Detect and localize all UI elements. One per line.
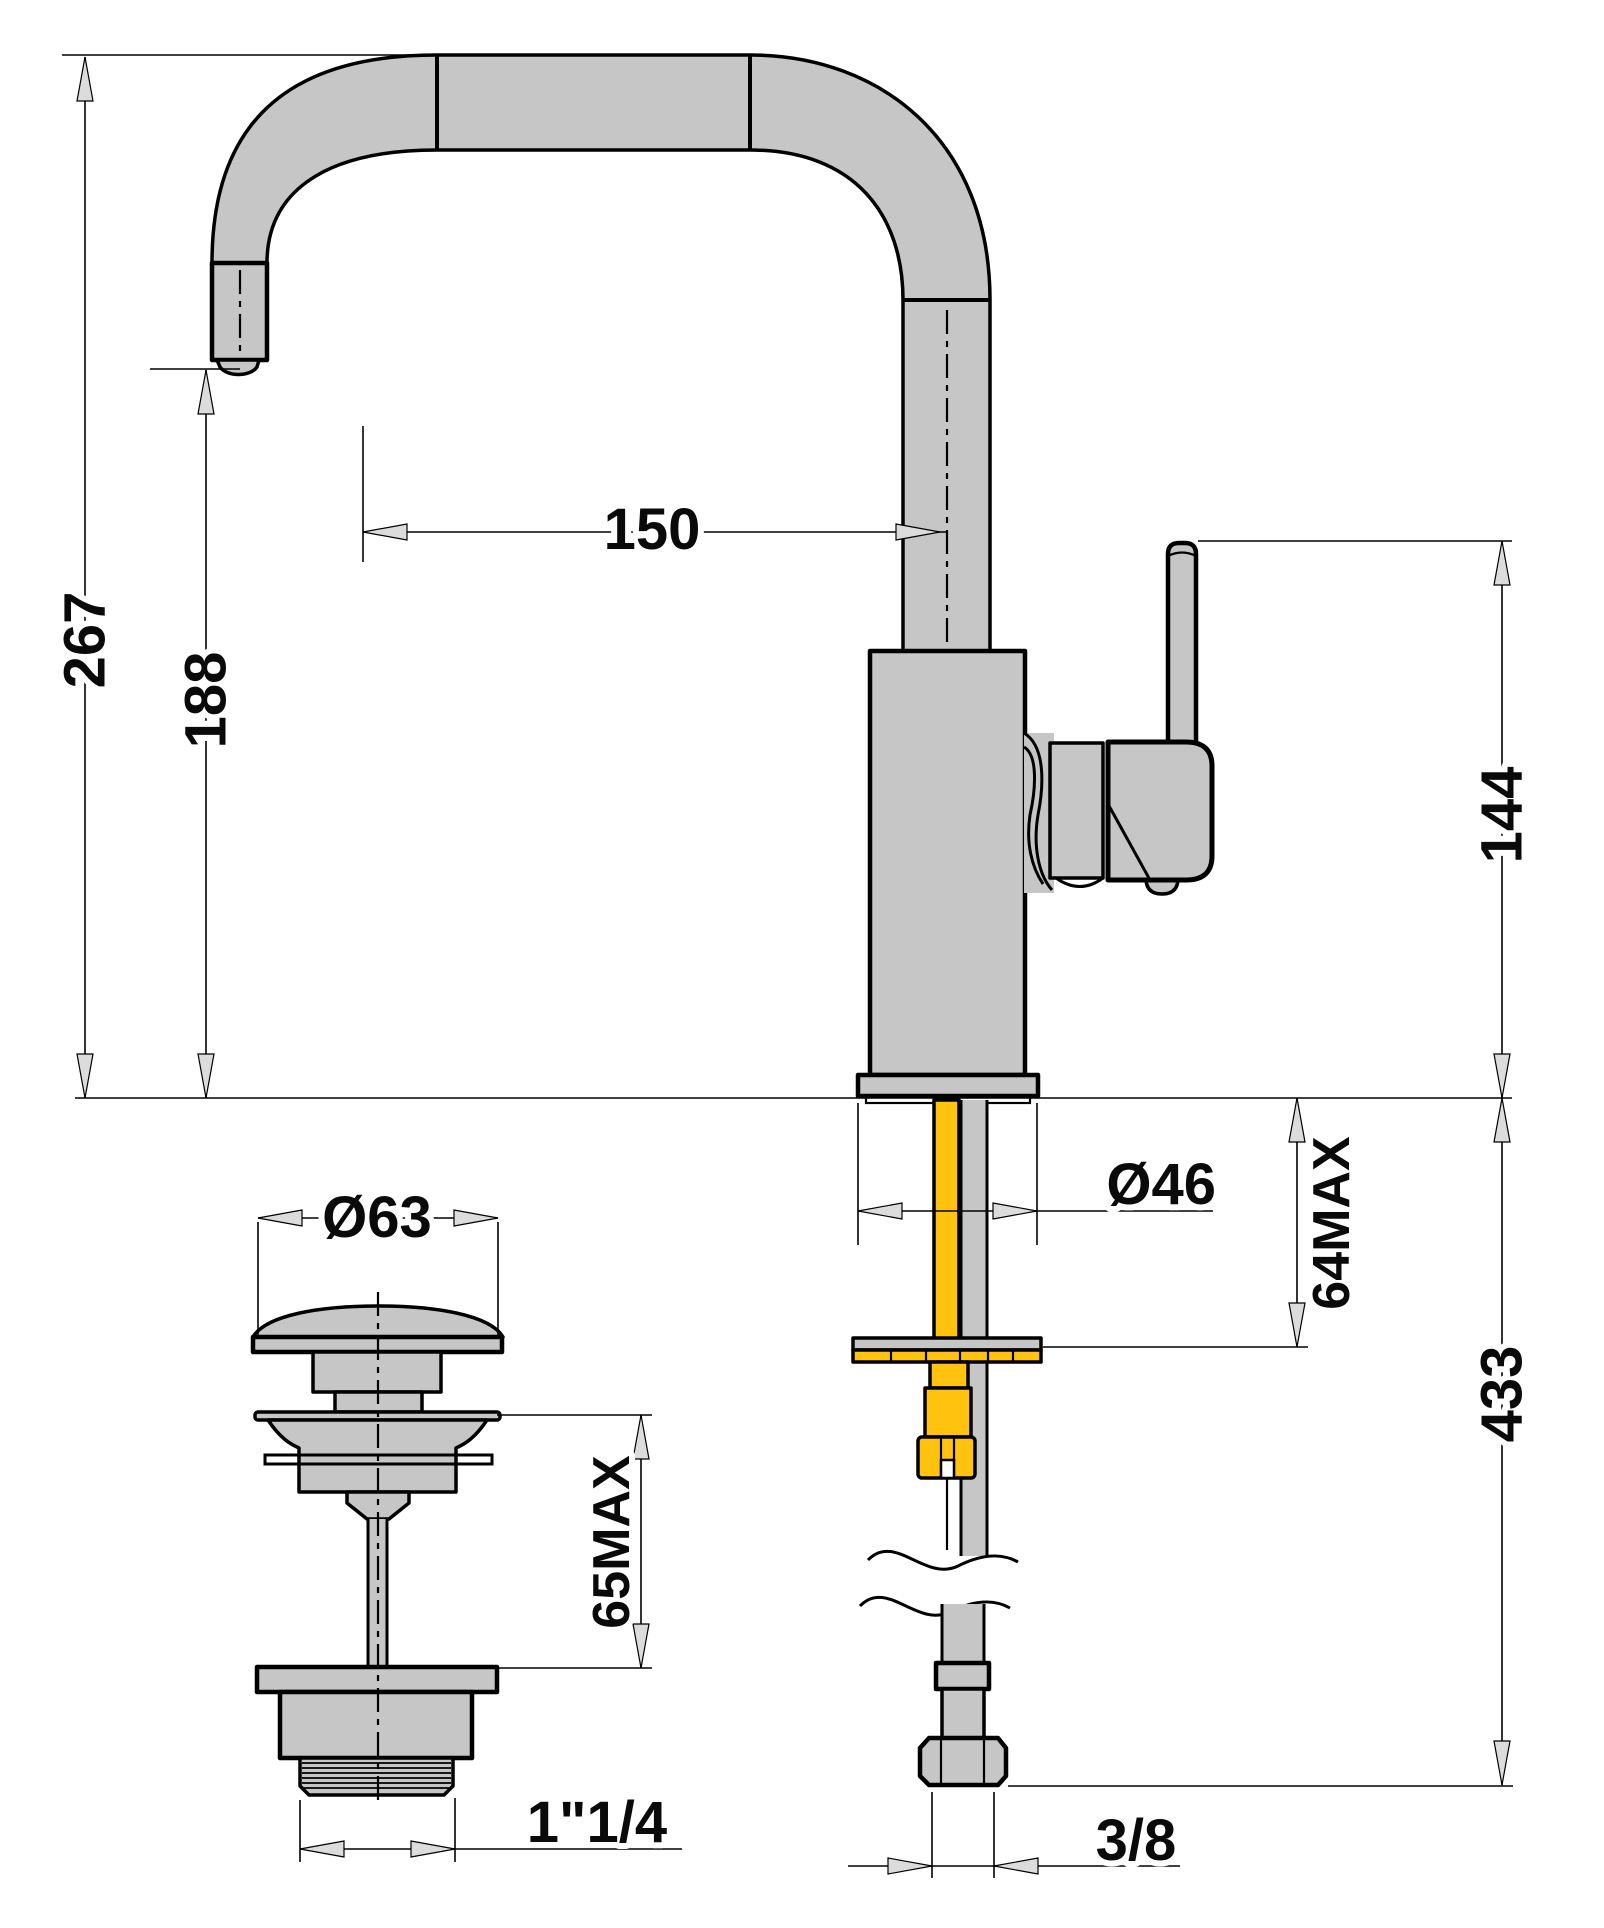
supply-pipe-upper-fill bbox=[961, 1100, 987, 1562]
hose-collar bbox=[933, 1660, 992, 1692]
cartridge-arc bbox=[1055, 876, 1104, 888]
hose-break-wave-top bbox=[866, 1549, 1019, 1571]
base-flange bbox=[855, 1072, 1041, 1099]
dimension-deck-thickness-max: 64MAX bbox=[1043, 1097, 1367, 1348]
dimension-supply-hose-length: 433 bbox=[1008, 1097, 1541, 1787]
dimension-supply-thread: 3/8 bbox=[848, 1792, 1182, 1879]
arrow-up bbox=[1493, 540, 1511, 586]
joint-neck-curve-outer bbox=[1023, 731, 1054, 891]
faucet bbox=[209, 53, 1215, 1105]
arrow-down bbox=[1493, 1053, 1511, 1099]
dimension-waste-cap-diameter: Ø63 bbox=[257, 1179, 499, 1338]
mounting-nut-upper bbox=[928, 1360, 970, 1390]
arrow-down bbox=[1493, 1740, 1511, 1786]
arrow-up bbox=[197, 369, 215, 415]
dim-label-handle-height: 144 bbox=[1470, 767, 1535, 864]
handle-bump bbox=[1144, 878, 1180, 896]
arrow-down bbox=[76, 1053, 94, 1099]
drain-assembly bbox=[250, 1292, 505, 1806]
aerator-nozzle bbox=[215, 358, 261, 377]
arrow-left bbox=[257, 1209, 303, 1227]
drain-cone bbox=[345, 1490, 411, 1521]
mounting-washer-plate bbox=[851, 1336, 1043, 1352]
mounting-nut-middle bbox=[923, 1386, 973, 1439]
arrow-down bbox=[632, 1623, 650, 1669]
arrow-down bbox=[197, 1053, 215, 1099]
spout-tube bbox=[210, 53, 992, 655]
dim-label-waste-cap-diameter: Ø63 bbox=[322, 1185, 432, 1250]
dimension-spout-reach: 150 bbox=[362, 426, 946, 568]
handle-split-line bbox=[1106, 803, 1152, 881]
dimension-waste-thread: 1"1/4 bbox=[299, 1784, 682, 1862]
arrow-left bbox=[993, 1857, 1039, 1875]
hex-nut bbox=[917, 1735, 1009, 1788]
dim-label-waste-thread: 1"1/4 bbox=[527, 1790, 667, 1855]
arrow-up bbox=[1288, 1097, 1306, 1143]
drain-locknut-body bbox=[277, 1689, 475, 1761]
supply-hose-lower-fill bbox=[942, 1604, 984, 1665]
arrow-left bbox=[857, 1202, 903, 1220]
handle-lever bbox=[1165, 540, 1199, 753]
dim-label-supply-thread: 3/8 bbox=[1096, 1808, 1177, 1873]
drain-thread-lines bbox=[302, 1762, 451, 1789]
arrow-down bbox=[1288, 1302, 1306, 1348]
dimension-base-diameter: Ø46 bbox=[857, 1103, 1222, 1245]
hose-end-pipe bbox=[940, 1687, 986, 1742]
dimension-spout-outlet-height: 188 bbox=[150, 368, 245, 1099]
dim-label-basin-thickness-max: 65MAX bbox=[583, 1455, 641, 1629]
joint-neck-curve-inner bbox=[1023, 745, 1045, 885]
mounting-washer-segments bbox=[889, 1350, 1015, 1362]
handle-housing bbox=[1105, 739, 1215, 883]
dimension-handle-height: 144 bbox=[1198, 540, 1541, 1099]
dimension-basin-thickness-max: 65MAX bbox=[497, 1414, 652, 1669]
dim-label-supply-hose-length: 433 bbox=[1470, 1346, 1535, 1443]
arrow-right bbox=[887, 1857, 933, 1875]
faucet-body bbox=[867, 648, 1028, 1078]
dim-label-spout-reach: 150 bbox=[604, 497, 701, 562]
under-deck-assembly bbox=[851, 1098, 1043, 1788]
dimension-overall-height: 267 bbox=[47, 54, 437, 1099]
dim-label-spout-outlet-height: 188 bbox=[174, 652, 239, 749]
arrow-right bbox=[895, 523, 941, 541]
dimensions: 267 188 150 144 433 bbox=[47, 54, 1541, 1879]
arrow-right bbox=[992, 1202, 1038, 1220]
cartridge bbox=[1048, 741, 1105, 880]
dim-label-base-diameter: Ø46 bbox=[1106, 1152, 1216, 1217]
mounting-nut-notch bbox=[939, 1458, 956, 1480]
arrow-up bbox=[632, 1414, 650, 1460]
handle-lever-top-edge bbox=[1167, 551, 1197, 557]
arrow-up bbox=[76, 56, 94, 102]
dim-label-overall-height: 267 bbox=[53, 592, 118, 689]
arrow-up bbox=[1493, 1097, 1511, 1143]
dim-label-deck-thickness-max: 64MAX bbox=[1303, 1136, 1361, 1310]
arrow-right bbox=[453, 1209, 499, 1227]
arrow-left bbox=[299, 1840, 345, 1858]
arrow-left bbox=[362, 523, 408, 541]
arrow-right bbox=[410, 1840, 456, 1858]
